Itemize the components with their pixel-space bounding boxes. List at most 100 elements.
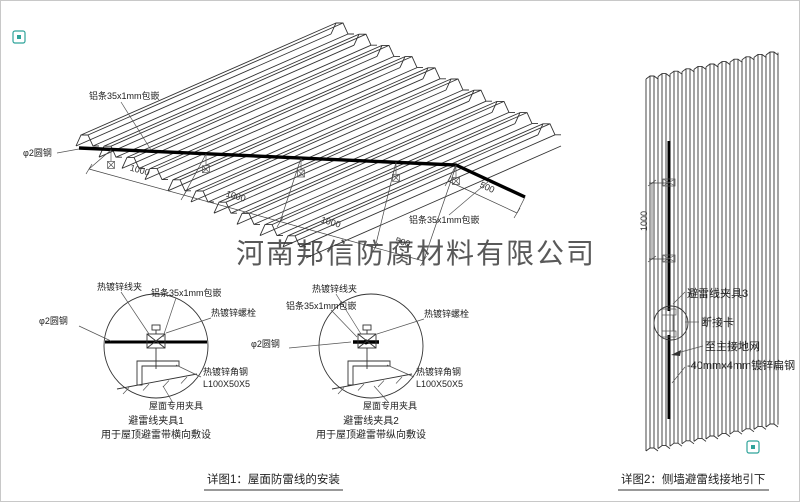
stamp-mark-top-left: [12, 30, 26, 44]
wall-label-clamp3: 避雷线夹具3: [687, 286, 748, 300]
detail2-subtitle: 用于屋顶避雷带纵向敷设: [316, 428, 426, 441]
wall-corrugation-unit: [753, 53, 767, 430]
angle-steel-section: [347, 360, 391, 386]
disconnect-link: [661, 308, 677, 338]
hatch-mark: [142, 383, 150, 391]
wall-corrugated-panel: [645, 51, 779, 452]
wall-clamps: [662, 178, 676, 263]
wall-clamp-x: [662, 178, 676, 187]
roof-surface-line: [116, 373, 198, 390]
detail2-label-angle: 热镀锌角钢: [416, 366, 461, 377]
stamp-inner: [751, 445, 755, 449]
detail-1-assembly: [105, 324, 207, 395]
leader-line: [676, 345, 704, 354]
wall-corrugation-unit: [681, 68, 695, 445]
detail1-subtitle: 用于屋顶避雷带横向敷设: [101, 428, 211, 441]
hatch-mark: [122, 387, 130, 395]
detail-2-boundary-circle: [318, 293, 424, 399]
stamp-outline: [746, 440, 760, 454]
wall-corrugation-unit: [729, 58, 743, 435]
dim-tick: [647, 255, 657, 263]
detail2-label-clip: 热镀锌线夹: [312, 283, 357, 294]
hatch-mark: [162, 380, 170, 388]
roof-corrugated-sheet: [75, 22, 562, 259]
leader-line: [162, 297, 177, 338]
disconnect-plate: [661, 308, 677, 316]
detail-1-boundary-circle: [103, 293, 209, 399]
detail-2-assembly: [331, 324, 413, 395]
wall-corrugation-unit: [717, 61, 731, 438]
extension-line: [183, 153, 207, 196]
leader-line: [165, 317, 212, 334]
wall-label-flat-steel: -40mmx4mm镀锌扁钢: [687, 358, 795, 372]
detail1-label-angle: 热镀锌角钢: [203, 366, 248, 377]
dim-tick: [85, 163, 93, 175]
hatch-mark: [377, 380, 385, 388]
wall-clamp: [662, 178, 676, 187]
leader-line: [671, 366, 686, 384]
leader-line: [175, 364, 202, 378]
dimension-line: [88, 168, 424, 262]
wall-corrugation-unit: [741, 56, 755, 433]
disconnect-plate: [661, 330, 677, 338]
leader-line: [288, 341, 352, 349]
detail-circle-1: 热镀锌线夹 铝条35x1mm包嵌 热镀锌螺栓 φ2圆钢 热镀锌角钢 L100X5…: [39, 281, 256, 441]
wall-label-ground: 至主接地网: [705, 340, 760, 353]
caption-detail-1: 详图1：屋面防雷线的安装: [207, 472, 340, 486]
detail2-label-roof-clamp: 屋面专用夹具: [363, 400, 417, 411]
dimension-line: [447, 180, 518, 214]
detail2-label-strip: 铝条35x1mm包嵌: [286, 300, 357, 311]
dim-tick: [444, 175, 452, 187]
roof-label-strip-right: 铝条35x1mm包嵌: [409, 214, 480, 225]
detail1-title: 避雷线夹具1: [128, 414, 184, 427]
wall-clamp: [662, 254, 676, 263]
roof-right-edge: [305, 145, 562, 259]
detail-circle-2: 热镀锌线夹 铝条35x1mm包嵌 热镀锌螺栓 φ2圆钢 热镀锌角钢 L100X5…: [251, 283, 469, 441]
wall-corrugation-unit: [645, 75, 659, 452]
hatch-mark: [180, 376, 188, 384]
detail2-label-angle-size: L100X50X5: [416, 379, 463, 389]
wall-dimension: [647, 179, 669, 263]
extension-line: [279, 157, 302, 223]
leader-line: [386, 364, 415, 378]
extension-line: [374, 161, 397, 249]
detail1-label-round-steel: φ2圆钢: [39, 315, 68, 326]
wall-corrugation-unit: [693, 65, 707, 442]
ground-arrowhead: [671, 350, 681, 356]
roof-dimension-chain: [85, 149, 526, 267]
caption-detail-2: 详图2：侧墙避雷线接地引下: [621, 472, 765, 486]
corrugation-unit: [282, 123, 562, 248]
bolt-nut: [151, 324, 161, 331]
leader-line: [120, 101, 152, 151]
leader-line: [335, 293, 362, 335]
hatch-mark: [337, 387, 345, 395]
detail1-label-bolt: 热镀锌螺栓: [211, 307, 256, 318]
bolt-nut: [362, 324, 372, 331]
leader-line: [56, 148, 80, 154]
detail1-label-roof-clamp: 屋面专用夹具: [149, 400, 203, 411]
leader-line: [672, 291, 686, 305]
detail1-label-angle-size: L100X50X5: [203, 379, 250, 389]
wall-elevation-view: 1000 避雷线夹具3 断接卡 至主接地网 -40mmx4mm镀锌扁钢: [639, 51, 795, 452]
leader-line: [78, 325, 112, 342]
wall-corrugation-unit: [705, 63, 719, 440]
clip-diagonal: [357, 333, 377, 349]
detail1-label-clip: 热镀锌线夹: [97, 281, 142, 292]
disconnect-detail-circle: [653, 305, 689, 341]
detail2-title: 避雷线夹具2: [343, 414, 399, 427]
company-watermark: 河南邦信防腐材料有限公司: [236, 238, 596, 269]
stamp-inner: [17, 35, 21, 39]
wall-label-disconnect: 断接卡: [701, 315, 734, 329]
roof-label-round-steel: φ2圆钢: [23, 147, 52, 158]
dim-tick: [513, 207, 521, 219]
roof-surface-line: [331, 373, 413, 390]
leader-line: [373, 385, 390, 404]
wall-clamp-x: [662, 254, 676, 263]
dim-tick: [180, 189, 188, 201]
dim-tick: [420, 255, 427, 267]
wire-clamp: [452, 165, 460, 185]
hatch-mark: [357, 383, 365, 391]
detail2-label-bolt: 热镀锌螺栓: [424, 308, 469, 319]
